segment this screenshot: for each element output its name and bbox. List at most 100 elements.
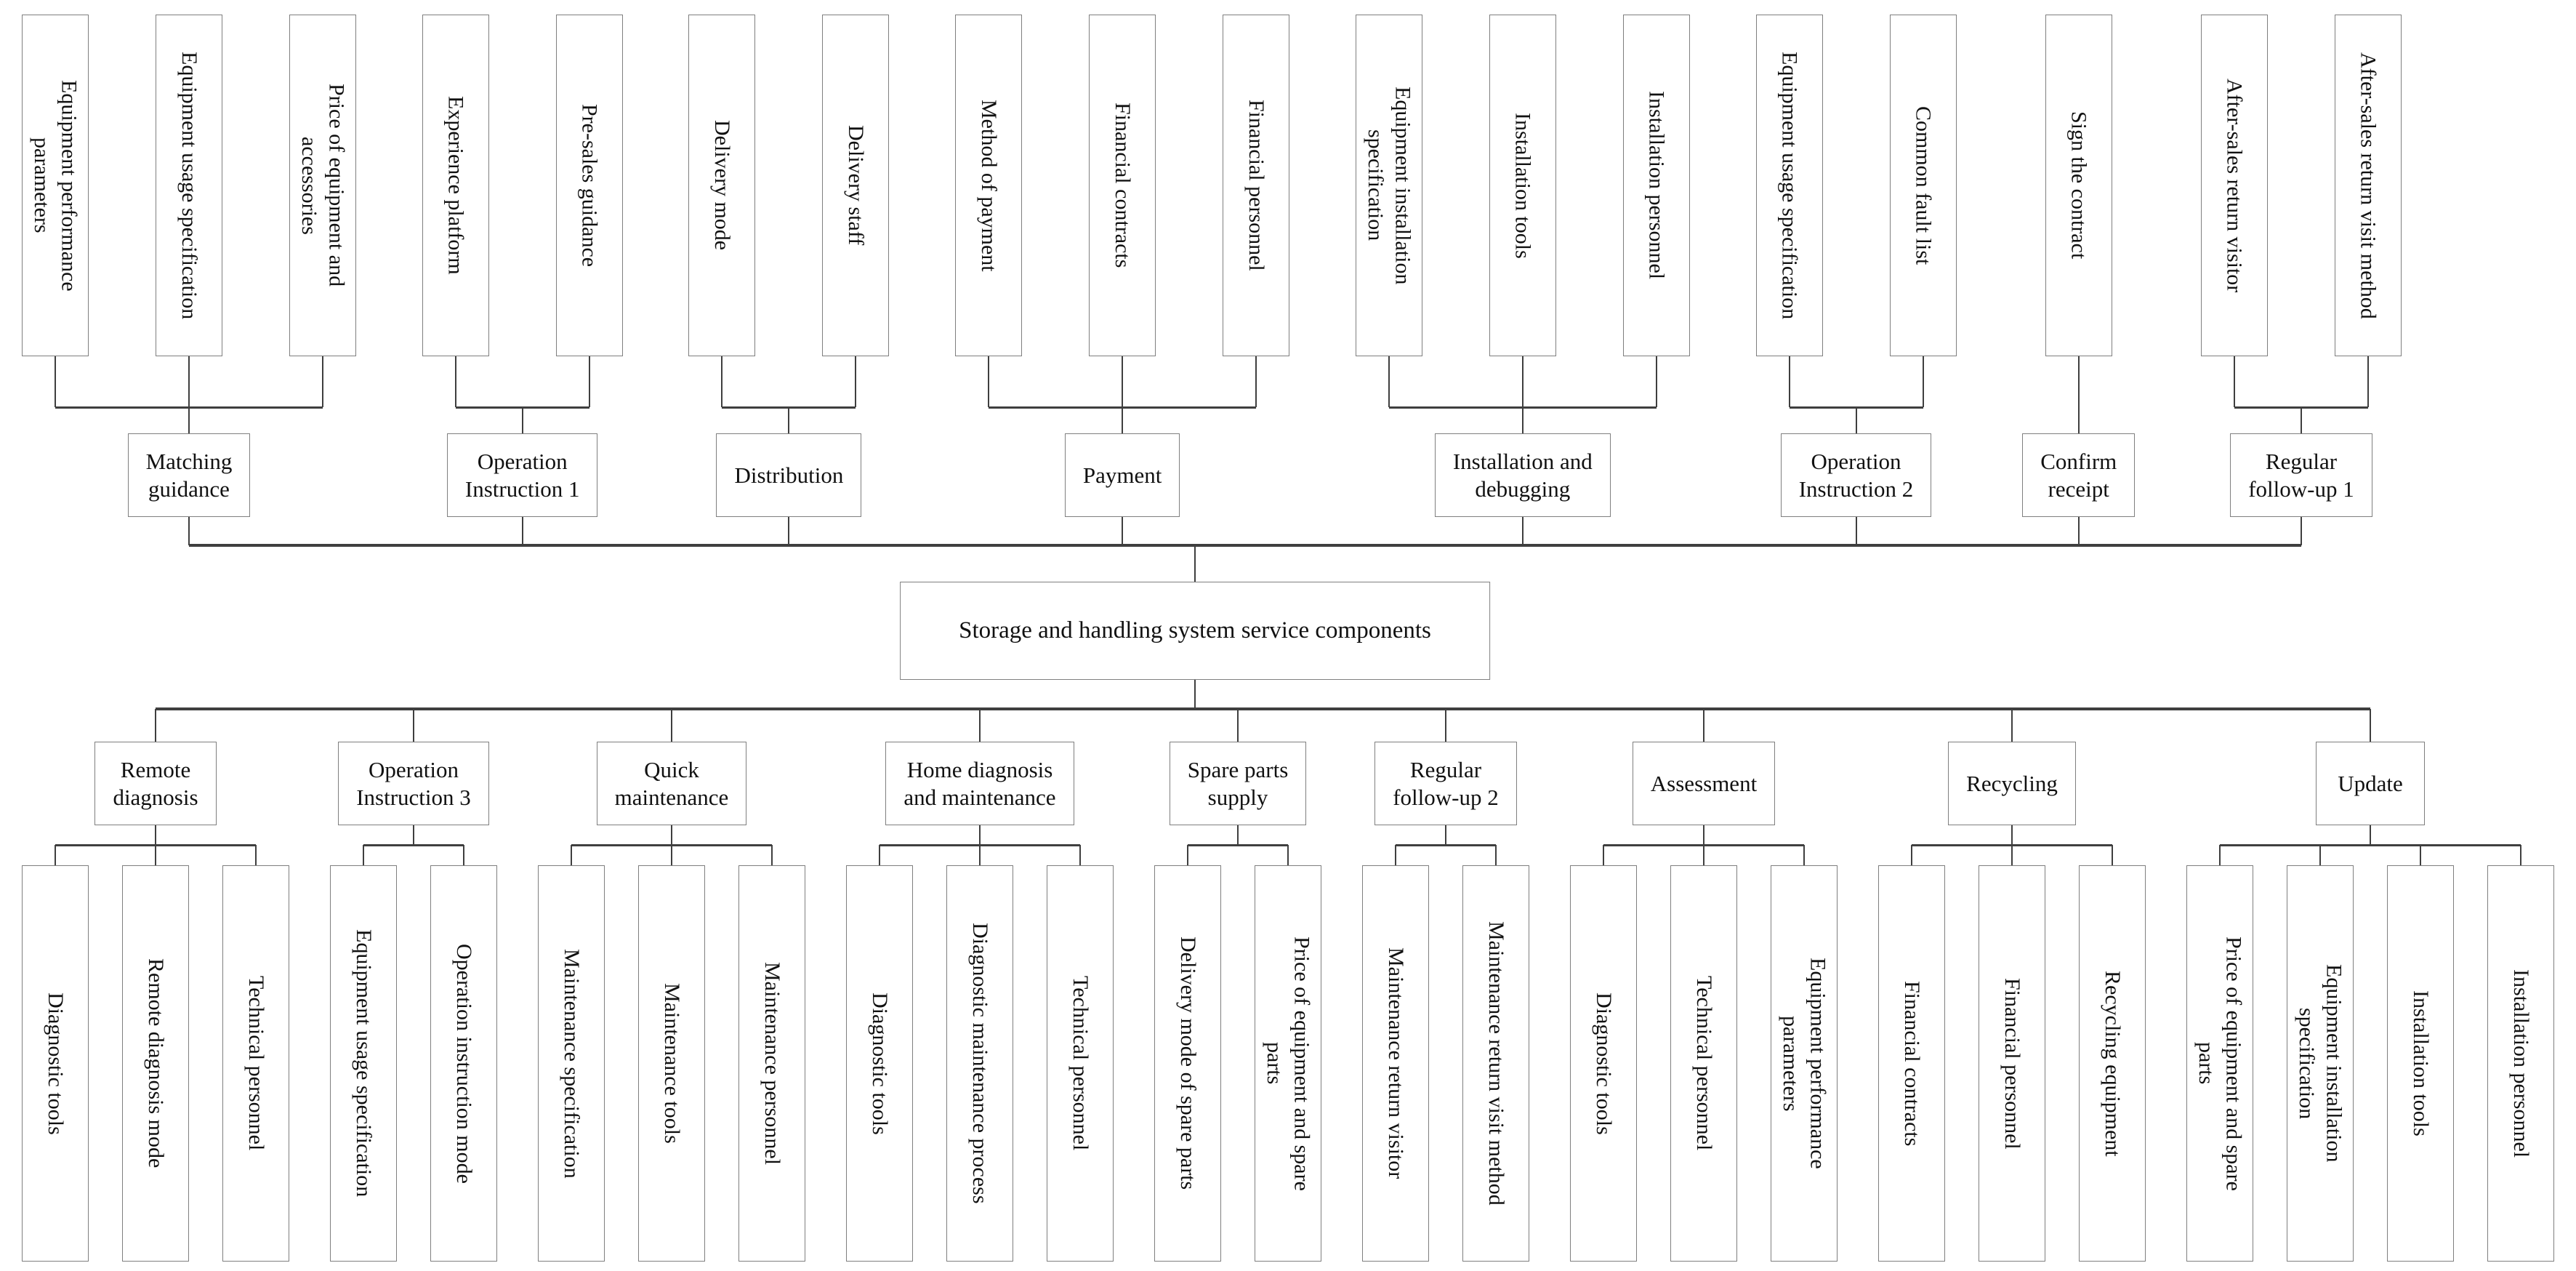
connector-line [1803, 845, 1805, 865]
leaf-box-equipment-usage-specification: Equipment usage specification [330, 865, 397, 1262]
leaf-box-diagnostic-tools: Diagnostic tools [846, 865, 913, 1262]
leaf-box-price-of-equipment-and-spare-parts: Price of equipment and spare parts [1255, 865, 1321, 1262]
leaf-label: Installation personnel [2508, 969, 2533, 1158]
connector-line [2300, 407, 2302, 433]
leaf-box-after-sales-return-visitor: After-sales return visitor [2200, 15, 2268, 356]
connector-line [55, 845, 56, 865]
connector-line [1237, 825, 1239, 845]
connector-line [1396, 843, 1496, 846]
connector-line [1655, 356, 1657, 407]
leaf-label: Maintenance personnel [760, 961, 784, 1166]
connector-line [979, 825, 981, 845]
connector-line [155, 709, 156, 742]
leaf-box-delivery-staff: Delivery staff [822, 15, 890, 356]
leaf-box-technical-personnel: Technical personnel [1047, 865, 1114, 1262]
category-box-quick-maintenance: Quick maintenance [596, 742, 747, 825]
connector-line [255, 845, 257, 865]
root-node-box: Storage and handling system service comp… [900, 582, 1490, 680]
connector-line [588, 356, 590, 407]
category-box-confirm-receipt: Confirm receipt [2022, 433, 2136, 517]
leaf-label: Technical personnel [1691, 976, 1716, 1151]
leaf-label: Diagnostic tools [43, 992, 68, 1135]
connector-line [1495, 845, 1497, 865]
leaf-box-maintenance-tools: Maintenance tools [638, 865, 705, 1262]
category-box-payment: Payment [1064, 433, 1180, 517]
category-box-home-diagnosis-and-maintenance: Home diagnosis and maintenance [885, 742, 1074, 825]
children-row: Diagnostic tools Technical personnel Equip… [1570, 865, 1838, 1262]
leaf-label: Delivery mode [710, 120, 735, 251]
connector-line [1855, 517, 1857, 545]
leaf-label: Financial personnel [2000, 977, 2024, 1150]
connector-line [670, 825, 672, 845]
category-box-operation-instruction-2: Operation Instruction 2 [1780, 433, 1932, 517]
leaf-box-method-of-payment: Method of payment [955, 15, 1023, 356]
connector-line [1194, 680, 1196, 709]
connector-line [1188, 843, 1288, 846]
category-box-remote-diagnosis: Remote diagnosis [94, 742, 217, 825]
category-box-spare-parts-supply: Spare parts supply [1169, 742, 1307, 825]
connector-line [1788, 356, 1790, 407]
category-box-regular-follow-up-1: Regular follow-up 1 [2230, 433, 2372, 517]
connector-line [155, 825, 156, 845]
connector-line [2077, 407, 2080, 433]
children-row: Equipment installation specification Inst… [1355, 15, 1690, 356]
leaf-label: Operation instruction mode [451, 943, 476, 1184]
leaf-label: Price of equipment and spare parts [2194, 936, 2246, 1191]
children-row: Equipment usage specification Common faul… [1755, 15, 1957, 356]
connector-line [188, 356, 190, 407]
category-box-assessment: Assessment [1632, 742, 1776, 825]
category-box-matching-guidance: Matching guidance [127, 433, 251, 517]
category-box-distribution: Distribution [716, 433, 862, 517]
category-box-update: Update [2316, 742, 2425, 825]
connector-line [1237, 709, 1239, 742]
leaf-box-recycling-equipment: Recycling equipment [2079, 865, 2146, 1262]
connector-line [188, 407, 190, 433]
root-node-label: Storage and handling system service comp… [959, 617, 1431, 643]
category-label: Recycling [1966, 770, 2058, 796]
connector-line [721, 356, 723, 407]
leaf-label: Maintenance return visit method [1484, 921, 1508, 1206]
category-label: Operation Instruction 2 [1798, 448, 1914, 502]
connector-line [1911, 845, 1912, 865]
connector-line [2112, 845, 2113, 865]
category-label: Assessment [1650, 770, 1758, 796]
leaf-label: Common fault list [1911, 105, 1936, 265]
connector-line [2370, 825, 2371, 845]
connector-line [2077, 517, 2080, 545]
leaf-box-installation-personnel: Installation personnel [2487, 865, 2554, 1262]
connector-line [571, 845, 572, 865]
leaf-label: Equipment usage specification [1777, 51, 1802, 320]
connector-line [670, 709, 672, 742]
connector-line [2011, 845, 2013, 865]
category-label: Home diagnosis and maintenance [903, 756, 1056, 810]
category-label: Installation and debugging [1452, 448, 1593, 502]
leaf-box-technical-personnel: Technical personnel [1670, 865, 1737, 1262]
leaf-box-equipment-installation-specification: Equipment installation specification [1355, 15, 1422, 356]
leaf-box-price-of-equipment-and-accessories: Price of equipment and accessories [289, 15, 356, 356]
leaf-box-equipment-usage-specification: Equipment usage specification [156, 15, 222, 356]
leaf-box-equipment-performance-parameters: Equipment performance parameters [1771, 865, 1838, 1262]
leaf-box-diagnostic-tools: Diagnostic tools [1570, 865, 1637, 1262]
connector-line [2011, 825, 2013, 845]
connector-line [2219, 845, 2221, 865]
leaf-label: Price of equipment and spare parts [1263, 936, 1314, 1191]
connector-line [1079, 845, 1081, 865]
connector-line [979, 845, 981, 865]
connector-line [2420, 845, 2421, 865]
leaf-box-financial-personnel: Financial personnel [1979, 865, 2045, 1262]
leaf-box-maintenance-personnel: Maintenance personnel [738, 865, 805, 1262]
leaf-box-installation-tools: Installation tools [2387, 865, 2454, 1262]
leaf-label: Installation tools [1510, 112, 1535, 259]
